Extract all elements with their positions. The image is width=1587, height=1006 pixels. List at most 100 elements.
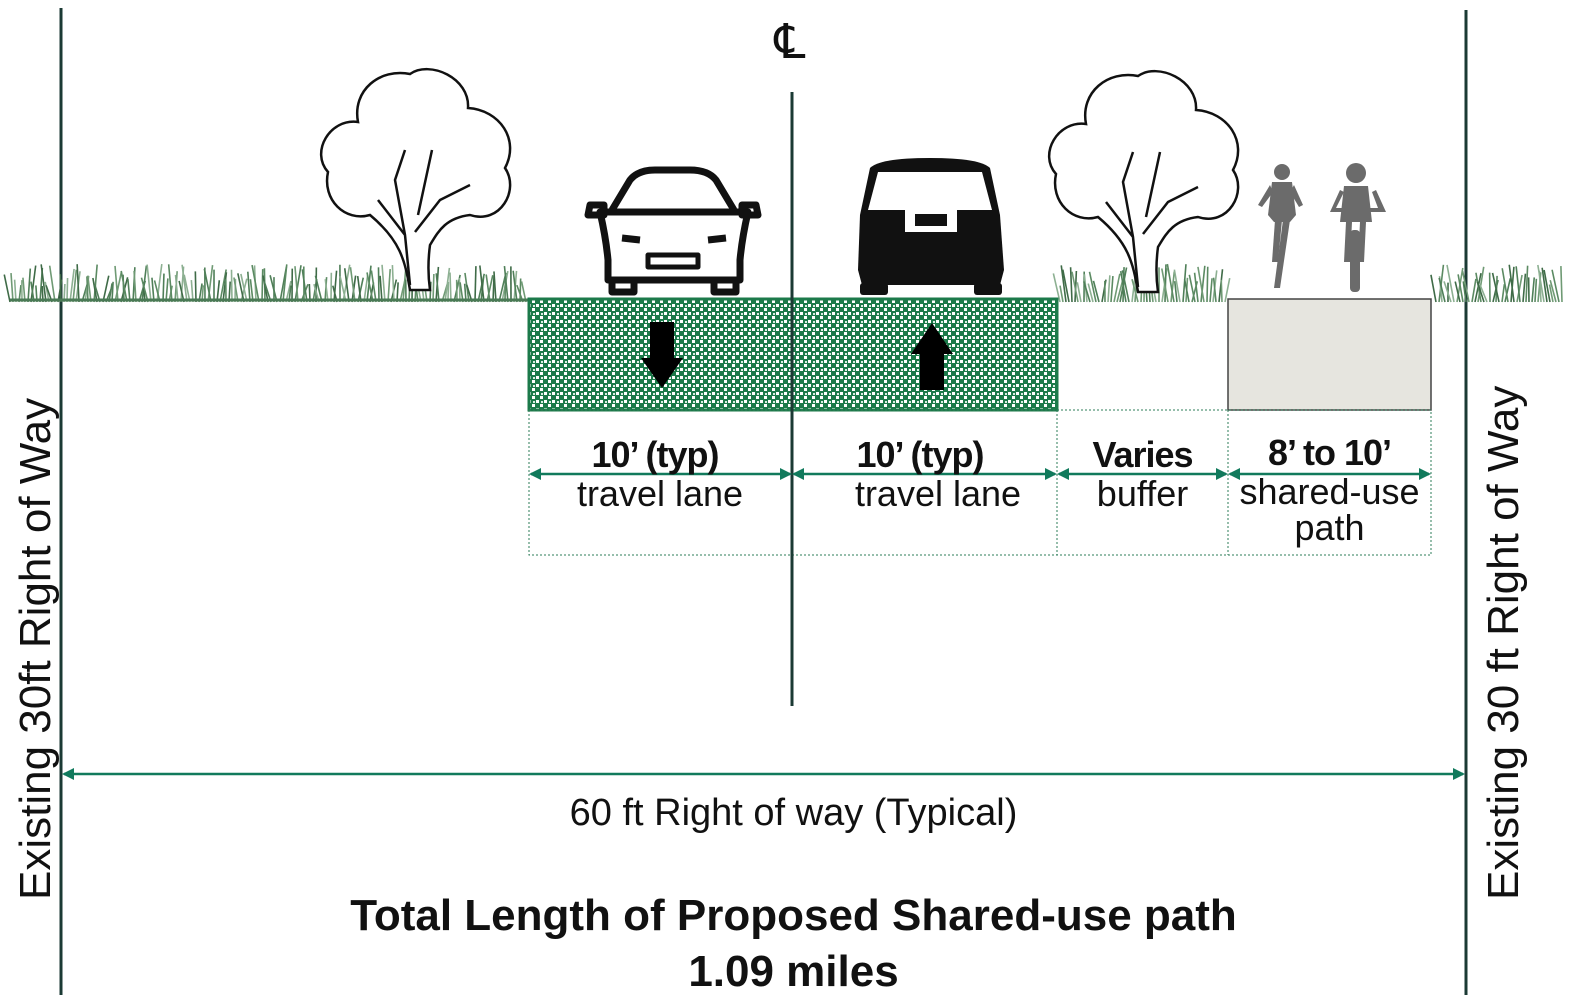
car-front-icon bbox=[584, 166, 762, 296]
tree-left-icon bbox=[320, 68, 512, 292]
title-line-2: 1.09 miles bbox=[688, 947, 899, 996]
grass-blade bbox=[1525, 265, 1529, 303]
grass-blade bbox=[247, 271, 251, 303]
grass-blade bbox=[1220, 279, 1223, 303]
lane2-label: 10’ (typ) travel lane bbox=[794, 436, 1056, 512]
grass-blade bbox=[1522, 273, 1527, 303]
centerline-symbol: ℄ bbox=[774, 14, 806, 70]
runner-icon bbox=[1258, 164, 1303, 288]
grass-blade bbox=[1491, 272, 1500, 303]
right-boundary-label: Existing 30 ft Right of Way bbox=[1479, 386, 1528, 900]
grass-blade bbox=[1188, 274, 1196, 303]
grass-blade bbox=[1060, 265, 1067, 303]
grass-blade bbox=[1443, 281, 1452, 303]
path-label: 8’ to 10’ shared-use path bbox=[1228, 434, 1431, 546]
grass-blade bbox=[1537, 272, 1542, 303]
grass-blade bbox=[151, 277, 155, 303]
grass-blade bbox=[379, 275, 383, 303]
path-dimension: 8’ to 10’ bbox=[1267, 432, 1392, 473]
grass-blade bbox=[1531, 277, 1536, 303]
grass-blade bbox=[1501, 268, 1509, 303]
grass-blade bbox=[1461, 271, 1470, 303]
grass-blade bbox=[146, 264, 152, 303]
northbound-arrow-icon bbox=[911, 323, 953, 390]
grass-blade bbox=[381, 264, 386, 303]
grass-blade bbox=[1076, 282, 1082, 303]
buffer-label: Varies buffer bbox=[1057, 436, 1228, 512]
grass-blade bbox=[1069, 267, 1073, 303]
grass-blade bbox=[1549, 279, 1557, 303]
grass-blade bbox=[1454, 281, 1461, 303]
grass-blade bbox=[1183, 279, 1190, 303]
car-rear-icon bbox=[858, 158, 1004, 295]
grass-blade bbox=[1166, 263, 1175, 303]
lane2-name: travel lane bbox=[854, 473, 1022, 514]
left-boundary-label: Existing 30ft Right of Way bbox=[11, 398, 60, 900]
grass-blade bbox=[230, 269, 233, 303]
lane2-dimension: 10’ (typ) bbox=[856, 434, 984, 475]
path-name: shared-use path bbox=[1239, 471, 1420, 548]
grass-blade bbox=[156, 263, 163, 303]
grass-blade bbox=[1541, 267, 1548, 303]
grass-blade bbox=[1164, 264, 1167, 303]
grass-blade bbox=[387, 269, 391, 303]
grass-blade bbox=[1092, 280, 1100, 303]
grass-blade bbox=[194, 271, 197, 303]
grass-blade bbox=[1113, 273, 1121, 303]
grass-blade bbox=[1501, 284, 1506, 303]
grass-blade bbox=[1083, 281, 1091, 303]
grass-blade bbox=[1457, 274, 1464, 303]
grass-right bbox=[1430, 264, 1563, 303]
grass-blade bbox=[1477, 266, 1485, 303]
grass-blade bbox=[1087, 283, 1094, 303]
tree-buffer-icon bbox=[1048, 70, 1240, 294]
grass-blade bbox=[66, 277, 69, 303]
grass-blade bbox=[449, 272, 452, 303]
title: Total Length of Proposed Shared-use path… bbox=[0, 888, 1587, 1000]
grass-blade bbox=[1191, 281, 1199, 303]
grass-blade bbox=[1193, 272, 1199, 303]
grass-blade bbox=[1516, 274, 1523, 303]
grass-blade bbox=[3, 274, 11, 303]
grass-blade bbox=[1119, 271, 1127, 303]
total-row-label: 60 ft Right of way (Typical) bbox=[569, 792, 1018, 834]
grass-blade bbox=[1173, 281, 1178, 303]
grass-blade bbox=[1515, 266, 1521, 303]
grass-blade bbox=[377, 267, 380, 303]
grass-blade bbox=[1062, 269, 1070, 303]
grass-blade bbox=[1101, 279, 1107, 303]
grass-blade bbox=[1446, 264, 1455, 303]
grass-blade bbox=[458, 277, 461, 303]
grass-blade bbox=[1543, 269, 1551, 303]
buffer-dimension: Varies bbox=[1092, 434, 1193, 475]
grass-blade bbox=[1508, 264, 1515, 303]
grass-blade bbox=[493, 271, 497, 303]
grass-blade bbox=[1430, 274, 1437, 303]
grass-blade bbox=[1131, 278, 1139, 303]
grass-blade bbox=[1209, 278, 1213, 303]
grass-blade bbox=[22, 277, 26, 303]
grass-blade bbox=[1059, 285, 1064, 303]
grass-blade bbox=[474, 266, 477, 303]
grass-blade bbox=[1173, 269, 1181, 303]
grass-blade bbox=[432, 273, 435, 303]
grass-blade bbox=[1212, 277, 1217, 303]
grass-blade bbox=[1170, 271, 1176, 303]
lane1-name: travel lane bbox=[576, 473, 744, 514]
title-line-1: Total Length of Proposed Shared-use path bbox=[350, 891, 1237, 940]
buffer-name: buffer bbox=[1096, 473, 1189, 514]
grass-blade bbox=[1200, 265, 1206, 303]
grass-blade bbox=[1071, 271, 1079, 303]
grass-blade bbox=[1551, 269, 1560, 303]
southbound-arrow-icon bbox=[641, 322, 683, 388]
grass-blade bbox=[1471, 278, 1477, 303]
grass-blade bbox=[133, 270, 137, 303]
grass-blade bbox=[59, 274, 62, 303]
grass-blade bbox=[1479, 284, 1488, 303]
grass-blade bbox=[1560, 266, 1563, 303]
lane1-label: 10’ (typ) travel lane bbox=[529, 436, 791, 512]
grass-blade bbox=[261, 269, 264, 303]
grass-blade bbox=[1534, 278, 1538, 303]
grass-blade bbox=[1504, 278, 1512, 303]
